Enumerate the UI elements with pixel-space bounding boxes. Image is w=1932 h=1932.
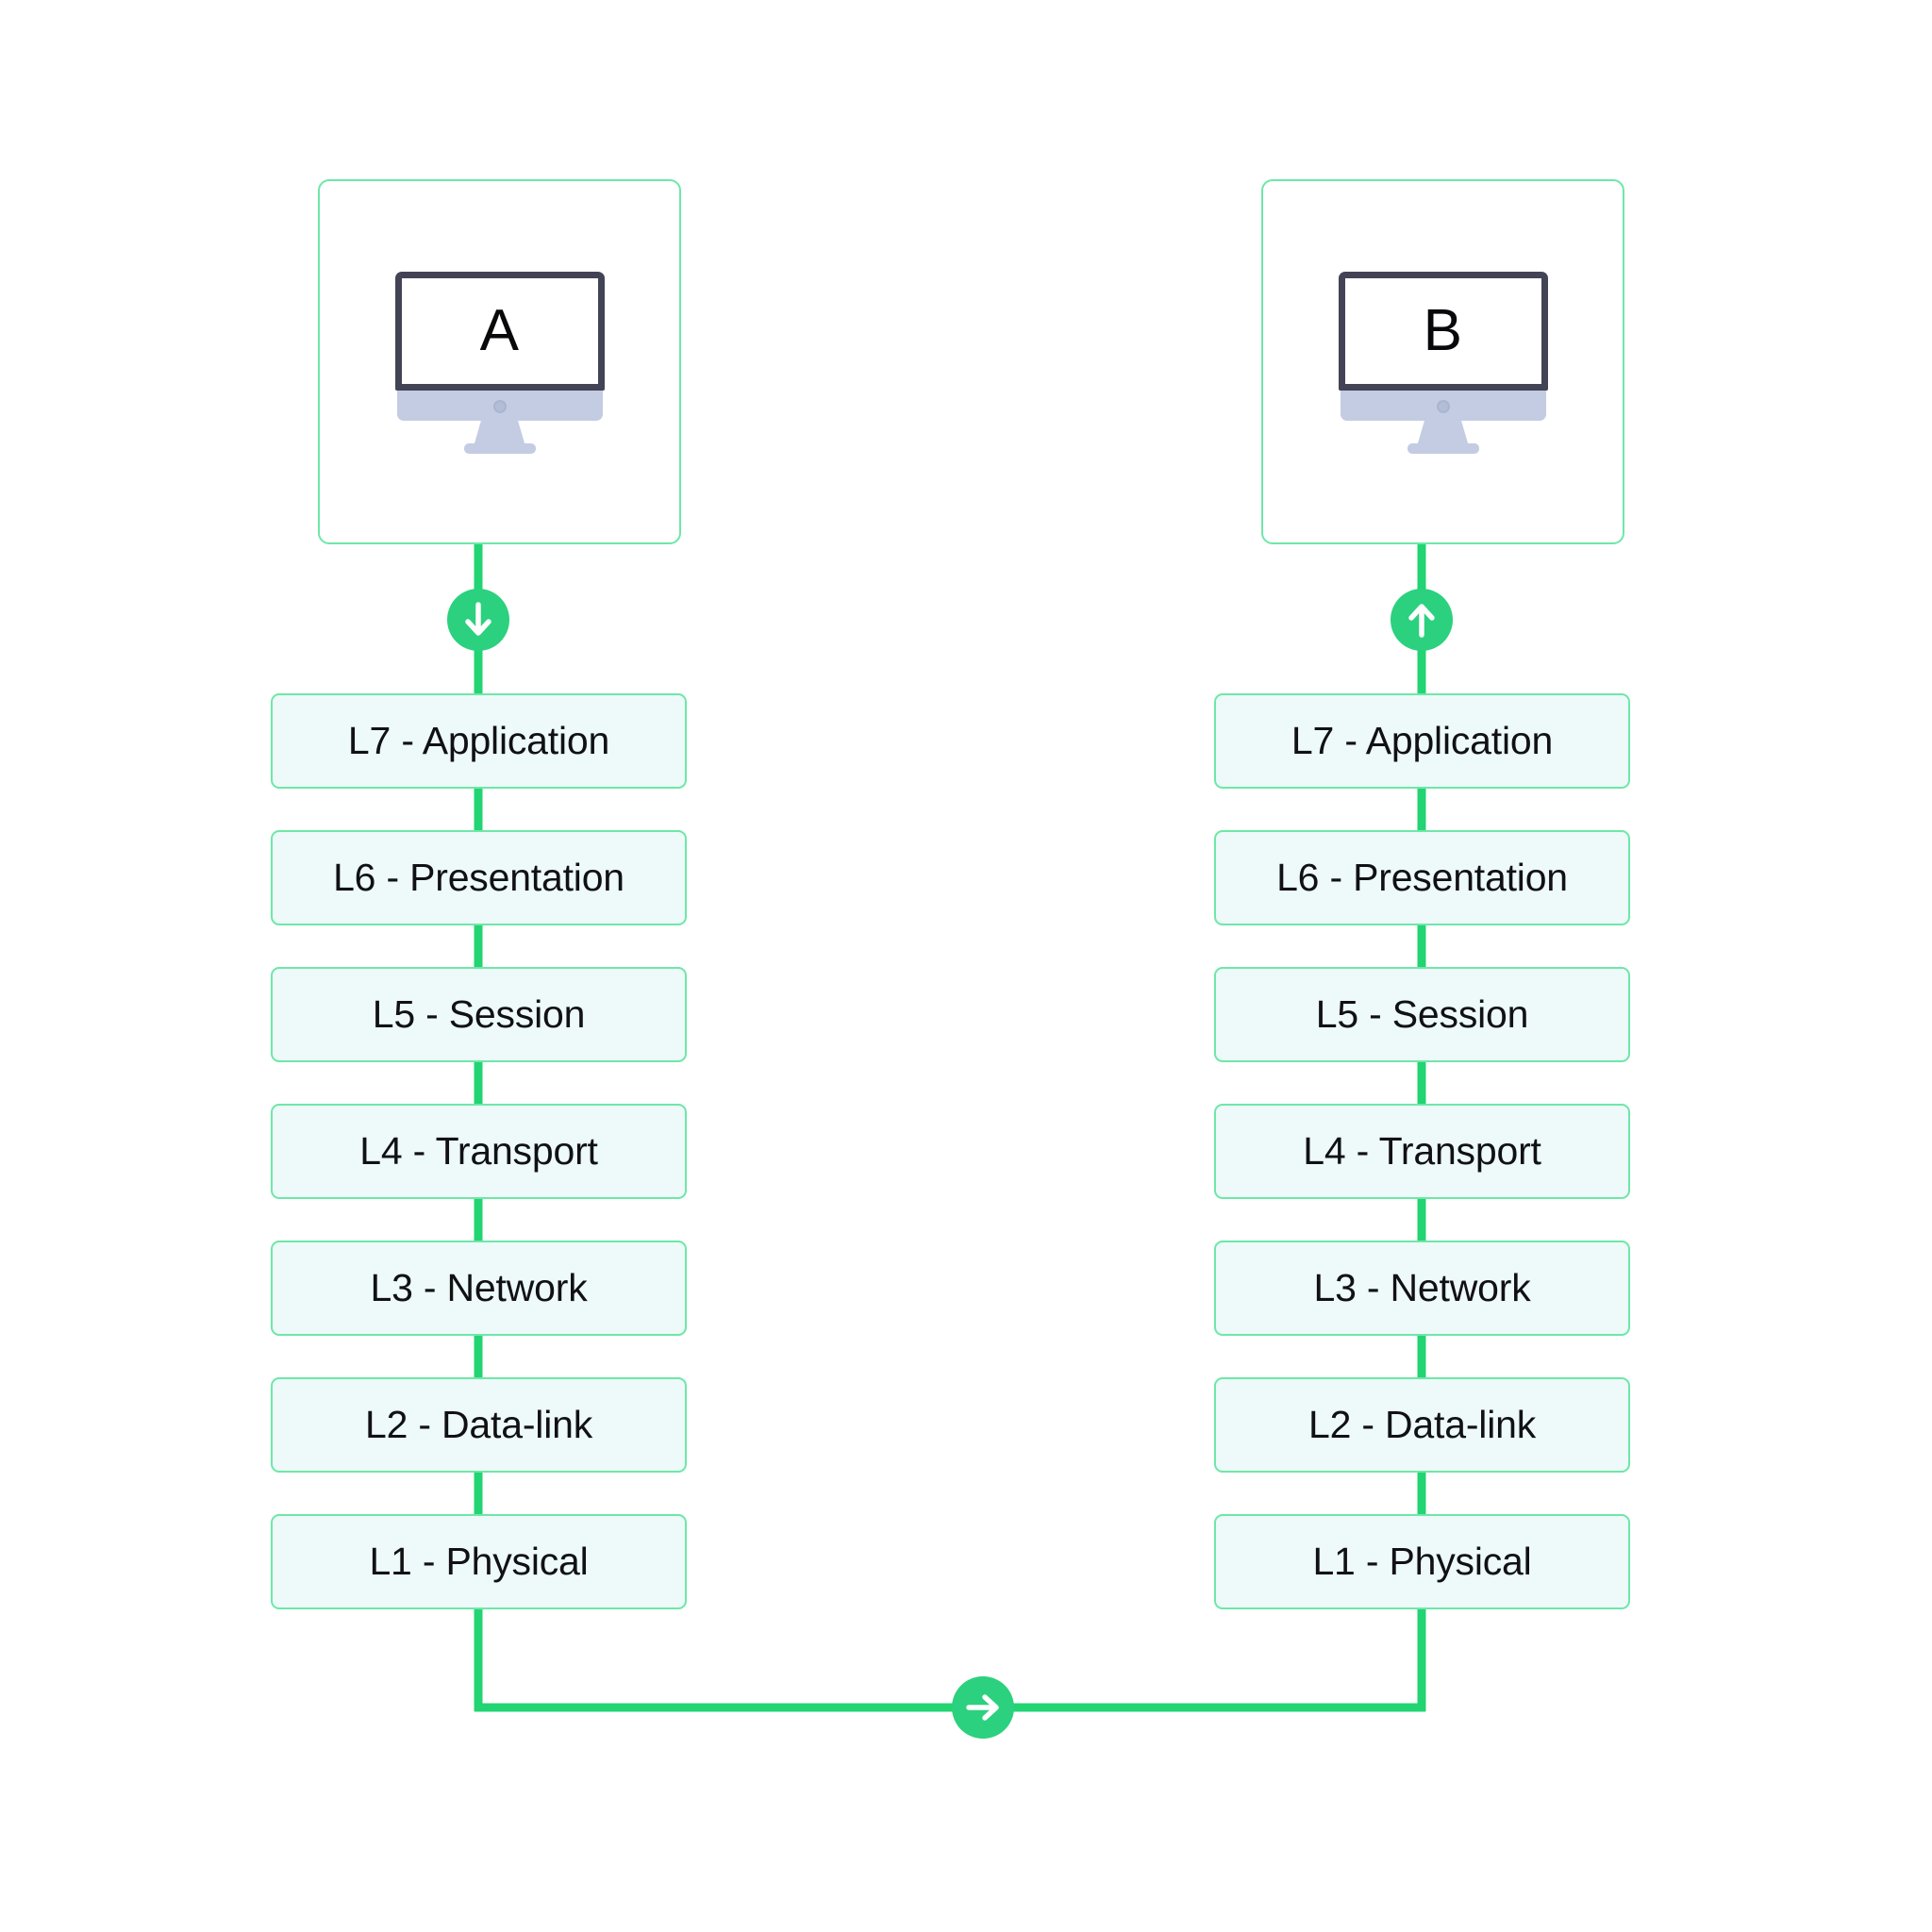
connector-left-l4-l3 [474, 1199, 483, 1244]
connector-right-l2-l1 [1417, 1473, 1426, 1518]
connector-right-l7-l6 [1417, 789, 1426, 834]
connector-left-l5-l4 [474, 1062, 483, 1108]
connector-right-l3-l2 [1417, 1336, 1426, 1381]
layer-label: L3 - Network [370, 1266, 588, 1309]
layer-box-left-l5[interactable]: L5 - Session [271, 967, 687, 1062]
connector-right-l6-l5 [1417, 925, 1426, 971]
connector-right-l5-l4 [1417, 1062, 1426, 1108]
layer-box-right-l5[interactable]: L5 - Session [1214, 967, 1630, 1062]
host-a-label: A [479, 297, 520, 363]
desktop-monitor-icon: A [394, 271, 605, 454]
host-a-frame[interactable]: A [318, 179, 681, 544]
arrow-down-icon[interactable] [447, 589, 509, 651]
monitor-screen: A [401, 277, 598, 384]
connector-right-l4-l3 [1417, 1199, 1426, 1244]
connector-right-l1-to-link [1417, 1609, 1426, 1711]
connector-physical-link [475, 1703, 1425, 1712]
layer-label: L5 - Session [1315, 992, 1529, 1036]
layer-box-left-l6[interactable]: L6 - Presentation [271, 830, 687, 925]
connector-left-l2-l1 [474, 1473, 483, 1518]
layer-box-right-l2[interactable]: L2 - Data-link [1214, 1377, 1630, 1473]
monitor-stand-foot [463, 442, 536, 454]
arrow-up-icon[interactable] [1391, 589, 1453, 651]
monitor-bezel: A [394, 271, 605, 391]
layer-box-right-l4[interactable]: L4 - Transport [1214, 1104, 1630, 1199]
monitor-bezel: B [1338, 271, 1548, 391]
layer-label: L4 - Transport [359, 1129, 598, 1173]
layer-box-left-l2[interactable]: L2 - Data-link [271, 1377, 687, 1473]
layer-label: L6 - Presentation [1276, 856, 1568, 899]
desktop-monitor-icon: B [1338, 271, 1548, 454]
layer-box-left-l7[interactable]: L7 - Application [271, 693, 687, 789]
monitor-power-indicator [492, 399, 507, 413]
layer-box-right-l3[interactable]: L3 - Network [1214, 1241, 1630, 1336]
monitor-stand-foot [1407, 442, 1479, 454]
host-b-label: B [1423, 297, 1463, 363]
arrow-right-icon[interactable] [952, 1676, 1014, 1739]
monitor-screen: B [1344, 277, 1541, 384]
monitor-stand-neck [1417, 420, 1469, 445]
monitor-stand-neck [474, 420, 525, 445]
layer-box-left-l3[interactable]: L3 - Network [271, 1241, 687, 1336]
layer-label: L3 - Network [1313, 1266, 1531, 1309]
connector-left-l3-l2 [474, 1336, 483, 1381]
layer-label: L1 - Physical [369, 1540, 589, 1583]
layer-box-right-l7[interactable]: L7 - Application [1214, 693, 1630, 789]
monitor-power-indicator [1436, 399, 1450, 413]
layer-box-left-l1[interactable]: L1 - Physical [271, 1514, 687, 1609]
layer-label: L5 - Session [372, 992, 586, 1036]
layer-label: L2 - Data-link [1307, 1403, 1537, 1446]
layer-box-right-l6[interactable]: L6 - Presentation [1214, 830, 1630, 925]
layer-label: L4 - Transport [1303, 1129, 1541, 1173]
layer-label: L1 - Physical [1312, 1540, 1532, 1583]
layer-label: L7 - Application [1291, 719, 1554, 762]
layer-label: L7 - Application [347, 719, 610, 762]
layer-box-right-l1[interactable]: L1 - Physical [1214, 1514, 1630, 1609]
connector-left-l7-l6 [474, 789, 483, 834]
connector-left-l1-to-link [474, 1609, 483, 1711]
connector-left-l6-l5 [474, 925, 483, 971]
layer-label: L2 - Data-link [364, 1403, 593, 1446]
layer-label: L6 - Presentation [333, 856, 625, 899]
host-b-frame[interactable]: B [1261, 179, 1624, 544]
layer-box-left-l4[interactable]: L4 - Transport [271, 1104, 687, 1199]
